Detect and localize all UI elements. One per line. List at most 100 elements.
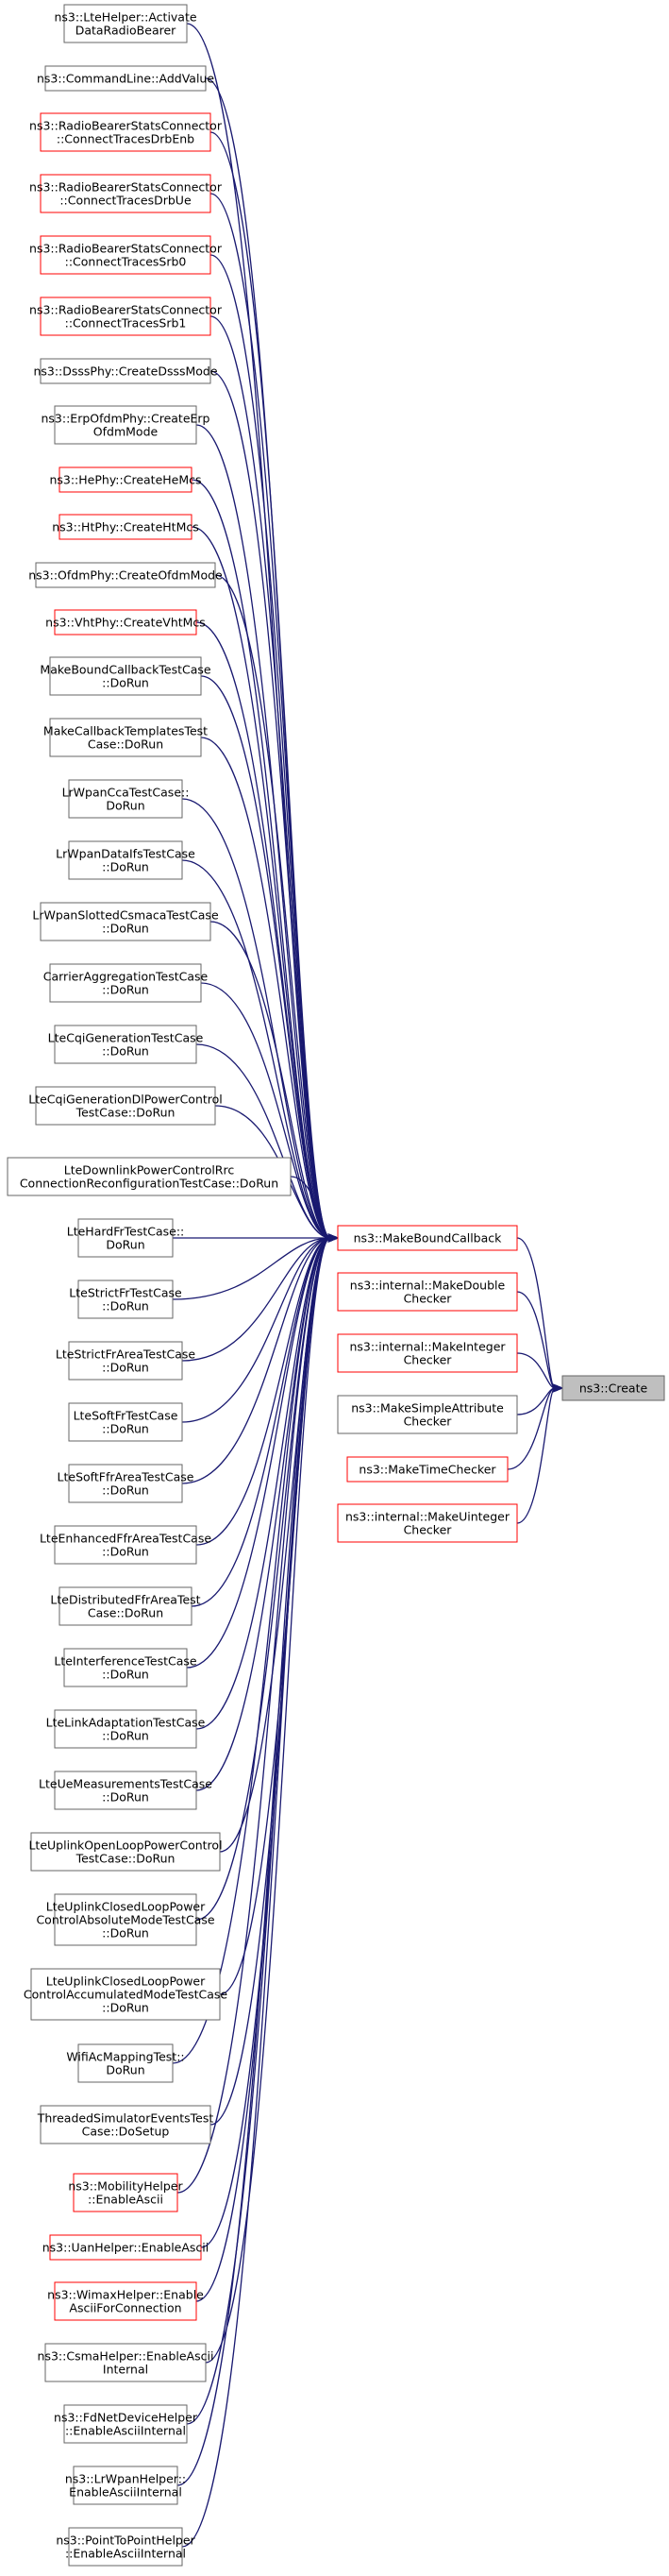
node-mbc[interactable]: ns3::MakeBoundCallback: [337, 1225, 518, 1251]
caller-node-41-label-1: EnableAsciiInternal: [69, 2485, 182, 2500]
caller-node-1-box: [44, 65, 207, 92]
edge-caller-26: [195, 1237, 331, 1546]
caller-node-34-label-0: WifiAcMappingTest::: [66, 2050, 184, 2064]
edge-caller-16: [209, 921, 331, 1239]
caller-node-15[interactable]: LrWpanDataIfsTestCase::DoRun: [56, 840, 195, 880]
caller-node-16-label-1: ::DoRun: [102, 922, 149, 936]
edge-caller-29: [195, 1237, 331, 1730]
caller-node-26-box: [54, 1525, 197, 1565]
caller-node-36-label-0: ns3::MobilityHelper: [68, 2179, 183, 2194]
caller-node-16[interactable]: LrWpanSlottedCsmacaTestCase::DoRun: [32, 902, 219, 941]
caller-node-33[interactable]: LteUplinkClosedLoopPowerControlAccumulat…: [24, 1968, 228, 2021]
caller-node-28[interactable]: LteInterferenceTestCase::DoRun: [54, 1648, 197, 1687]
caller-node-36-box: [73, 2173, 178, 2212]
caller-node-32-label-2: ::DoRun: [102, 1926, 149, 1940]
caller-node-10[interactable]: ns3::OfdmPhy::CreateOfdmMode: [28, 562, 223, 588]
caller-node-31[interactable]: LteUplinkOpenLoopPowerControlTestCase::D…: [28, 1832, 223, 1872]
caller-node-17[interactable]: CarrierAggregationTestCase::DoRun: [43, 963, 209, 1003]
edge-caller-10: [214, 574, 331, 1239]
caller-node-14[interactable]: LrWpanCcaTestCase::DoRun: [62, 779, 190, 819]
caller-node-12[interactable]: MakeBoundCallbackTestCase::DoRun: [40, 656, 211, 696]
caller-node-23[interactable]: LteStrictFrAreaTestCase::DoRun: [56, 1341, 195, 1381]
caller-node-39[interactable]: ns3::CsmaHelper::EnableAsciiInternal: [38, 2343, 214, 2382]
caller-node-14-box: [68, 779, 183, 819]
caller-node-21[interactable]: LteHardFrTestCase::DoRun: [67, 1218, 185, 1258]
caller-node-36[interactable]: ns3::MobilityHelper::EnableAscii: [68, 2173, 183, 2212]
caller-node-21-box: [77, 1218, 174, 1258]
caller-node-22[interactable]: LteStrictFrTestCase::DoRun: [69, 1280, 182, 1319]
edge-caller-15: [181, 859, 331, 1239]
caller-node-7-label-1: OfdmMode: [93, 425, 159, 439]
node-create-box: [561, 1375, 665, 1401]
caller-node-25[interactable]: LteSoftFfrAreaTestCase::DoRun: [58, 1464, 194, 1503]
caller-node-42[interactable]: ns3::PointToPointHelper::EnableAsciiInte…: [56, 2527, 196, 2567]
caller-node-34[interactable]: WifiAcMappingTest::DoRun: [66, 2043, 185, 2083]
caller-node-32[interactable]: LteUplinkClosedLoopPowerControlAbsoluteM…: [36, 1893, 215, 1946]
caller-node-11[interactable]: ns3::VhtPhy::CreateVhtMcs: [45, 609, 206, 636]
caller-node-42-label-1: ::EnableAsciiInternal: [65, 2547, 186, 2561]
node-muc-box: [337, 1503, 518, 1543]
caller-node-11-label-0: ns3::VhtPhy::CreateVhtMcs: [45, 616, 206, 630]
caller-node-24-box: [68, 1402, 183, 1442]
caller-node-20-label-1: ConnectionReconfigurationTestCase::DoRun: [20, 1177, 278, 1191]
caller-node-36-label-1: ::EnableAscii: [88, 2193, 163, 2207]
caller-node-5[interactable]: ns3::RadioBearerStatsConnector::ConnectT…: [29, 297, 223, 336]
caller-node-0-label-0: ns3::LteHelper::Activate: [54, 10, 196, 25]
caller-node-10-box: [35, 562, 216, 588]
edge-caller-32: [195, 1237, 331, 1921]
caller-node-9-box: [59, 514, 192, 540]
caller-node-37-box: [49, 2234, 202, 2261]
caller-node-34-box: [77, 2043, 174, 2083]
caller-node-37[interactable]: ns3::UanHelper::EnableAscii: [42, 2234, 209, 2261]
caller-node-4[interactable]: ns3::RadioBearerStatsConnector::ConnectT…: [29, 235, 223, 275]
caller-node-13-box: [49, 718, 202, 757]
caller-node-8[interactable]: ns3::HePhy::CreateHeMcs: [49, 466, 202, 493]
caller-node-19[interactable]: LteCqiGenerationDlPowerControlTestCase::…: [28, 1086, 223, 1126]
caller-node-40[interactable]: ns3::FdNetDeviceHelper::EnableAsciiInter…: [54, 2404, 198, 2444]
caller-node-5-label-1: ::ConnectTracesSrb1: [65, 316, 187, 330]
edge-caller-35: [209, 1237, 331, 2126]
node-create[interactable]: ns3::Create: [561, 1375, 665, 1401]
caller-node-40-box: [63, 2404, 188, 2444]
node-mtc[interactable]: ns3::MakeTimeChecker: [346, 1456, 509, 1483]
caller-node-27-label-0: LteDistributedFfrAreaTest: [50, 1593, 200, 1607]
caller-node-9[interactable]: ns3::HtPhy::CreateHtMcs: [52, 514, 199, 540]
edge-caller-28: [186, 1237, 331, 1669]
caller-node-41[interactable]: ns3::LrWpanHelper::EnableAsciiInternal: [65, 2466, 186, 2505]
caller-node-20[interactable]: LteDownlinkPowerControlRrcConnectionReco…: [7, 1157, 292, 1196]
node-mdc-box: [337, 1272, 518, 1312]
node-msac-label-1: Checker: [404, 1415, 453, 1429]
edge-caller-36: [176, 1237, 331, 2194]
caller-node-19-label-0: LteCqiGenerationDlPowerControl: [28, 1093, 223, 1107]
edge-caller-39: [205, 1237, 331, 2364]
caller-node-38[interactable]: ns3::WimaxHelper::EnableAsciiForConnecti…: [47, 2281, 204, 2321]
edge-caller-12: [200, 675, 331, 1239]
caller-node-26[interactable]: LteEnhancedFfrAreaTestCase::DoRun: [40, 1525, 211, 1565]
node-create-label-0: ns3::Create: [579, 1381, 648, 1396]
caller-node-18[interactable]: LteCqiGenerationTestCase::DoRun: [48, 1025, 204, 1064]
caller-node-30[interactable]: LteUeMeasurementsTestCase::DoRun: [39, 1771, 212, 1810]
edge-caller-20: [290, 1176, 331, 1239]
edge-caller-2: [209, 131, 331, 1239]
caller-node-29[interactable]: LteLinkAdaptationTestCase::DoRun: [46, 1709, 206, 1749]
caller-node-1[interactable]: ns3::CommandLine::AddValue: [37, 65, 214, 92]
node-mdc-label-0: ns3::internal::MakeDouble: [350, 1279, 506, 1293]
caller-node-6[interactable]: ns3::DsssPhy::CreateDsssMode: [33, 358, 218, 384]
caller-node-27-label-1: Case::DoRun: [88, 1606, 163, 1620]
caller-node-38-label-0: ns3::WimaxHelper::Enable: [47, 2288, 204, 2302]
caller-node-2[interactable]: ns3::RadioBearerStatsConnector::ConnectT…: [29, 112, 223, 152]
caller-node-39-label-1: Internal: [103, 2363, 148, 2377]
caller-node-3-box: [40, 174, 211, 213]
caller-node-24[interactable]: LteSoftFrTestCase::DoRun: [68, 1402, 183, 1442]
caller-node-3[interactable]: ns3::RadioBearerStatsConnector::ConnectT…: [29, 174, 223, 213]
